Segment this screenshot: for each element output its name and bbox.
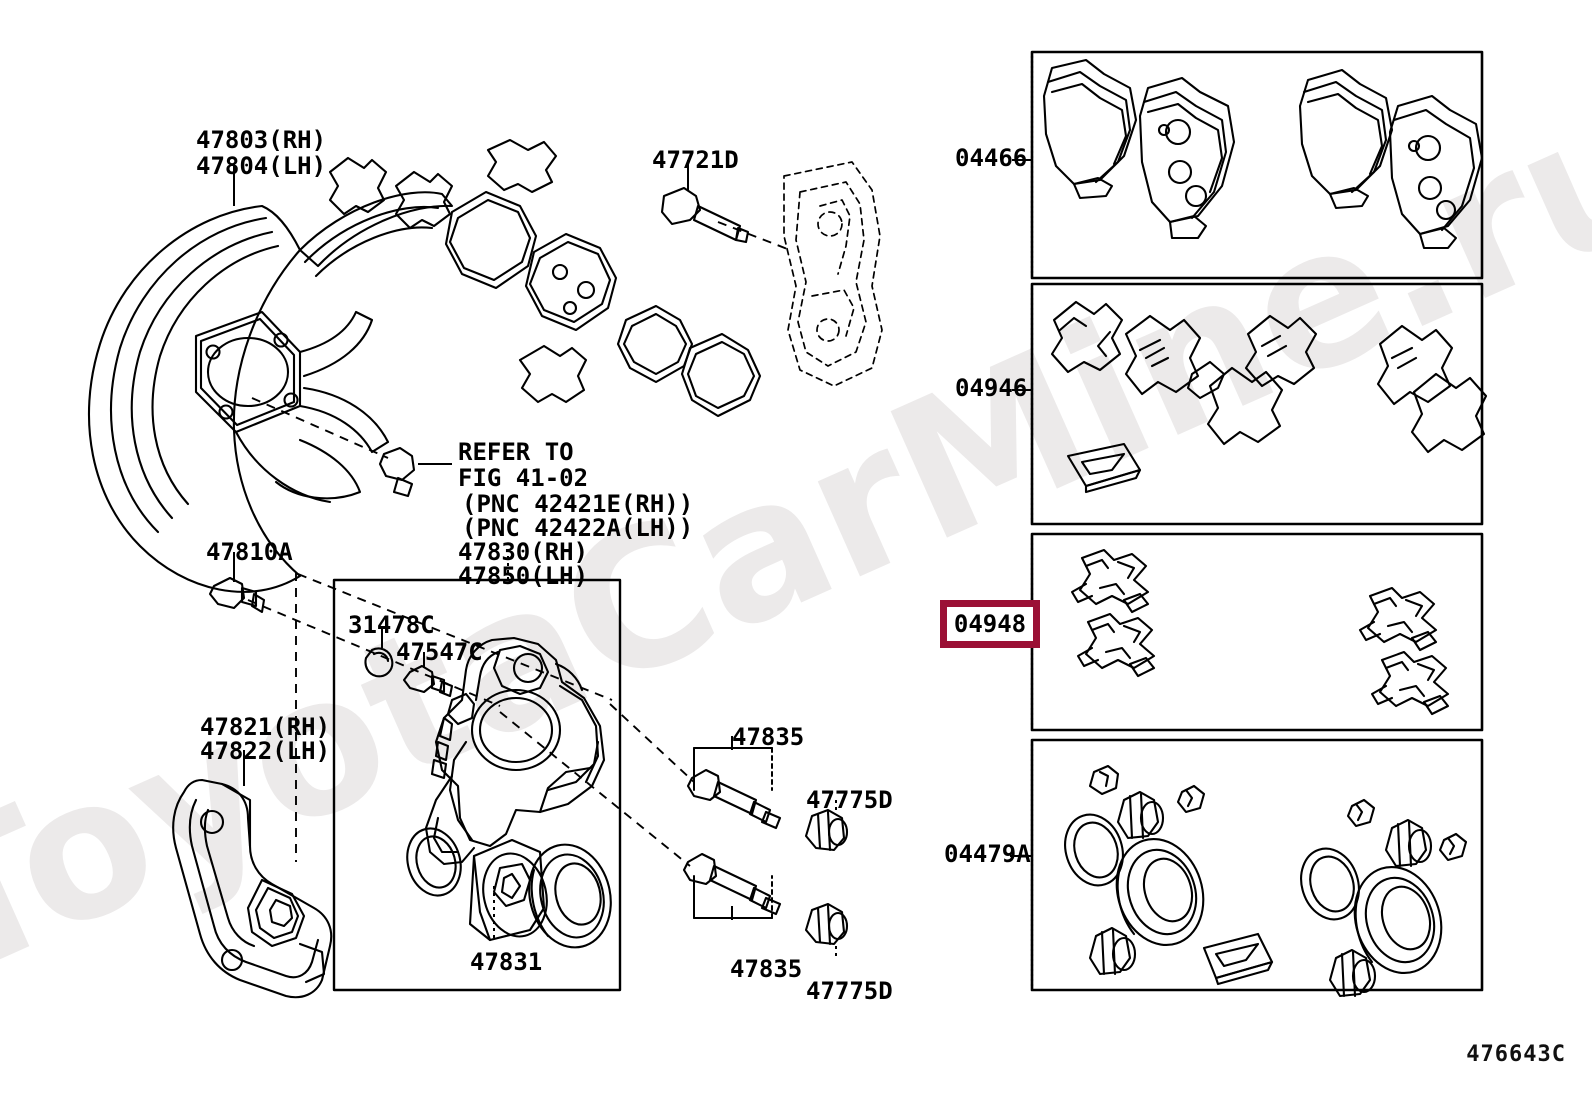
assembly-guides: [247, 221, 791, 867]
part-label-dust-cover-rh: 47803(RH): [196, 126, 327, 154]
caliper-box-frame: [332, 578, 622, 992]
kit-code-highlighted-clip-kit[interactable]: 04948: [940, 600, 1040, 648]
shim-cluster-lower: [518, 304, 762, 418]
part-label-dust-cover-lh: 47804(LH): [196, 152, 327, 180]
part-label-mounting-rh: 47821(RH): [200, 713, 331, 741]
kit-leader-lines: [1010, 56, 1034, 986]
seal-kit-drawing: [1064, 764, 1468, 998]
kit-code-seal-kit[interactable]: 04479A: [944, 840, 1031, 868]
piston-seal-drawing: [528, 843, 612, 949]
shim-kit-drawing: [1050, 300, 1488, 494]
part-label-mounting-lh: 47822(LH): [200, 737, 331, 765]
part-label-pin-boot-upper: 47775D: [806, 786, 893, 814]
slide-pin-lower-drawing: [682, 852, 782, 916]
kit-code-shim-kit[interactable]: 04946: [955, 374, 1028, 402]
part-label-bleeder-screw: 47547C: [396, 638, 483, 666]
clip-kit-drawing: [1070, 548, 1450, 716]
kit-code-label: 04948: [953, 610, 1027, 638]
dust-shield-drawing: [87, 191, 454, 593]
part-label-slide-pin-upper: 47835: [732, 723, 805, 751]
shim-cluster-top: [328, 156, 454, 230]
panel-frame-04466: [1030, 50, 1484, 280]
mounting-bracket-drawing: [172, 778, 333, 999]
part-label-cap: 31478C: [348, 611, 435, 639]
part-label-refer-to-3: (PNC 42421E(RH)): [462, 490, 694, 518]
pin-boot-lower-drawing: [804, 902, 849, 946]
part-label-caliper-assy-rh: 47830(RH): [458, 538, 589, 566]
figure-code: 476643C: [1466, 1042, 1566, 1067]
pad-kit-drawing: [1042, 58, 1484, 250]
pin-boot-upper-drawing: [804, 808, 849, 852]
panel-frame-04948: [1030, 532, 1484, 732]
part-label-pin-boot-lower: 47775D: [806, 977, 893, 1005]
part-label-slide-pin-lower: 47835: [730, 955, 803, 983]
kit-code-pad-kit[interactable]: 04466: [955, 144, 1028, 172]
part-label-bleeder-plug: 47810A: [206, 538, 293, 566]
shield-bolt-drawing: [378, 446, 416, 498]
slide-pin-upper-drawing: [686, 768, 782, 830]
part-label-slide-bolt: 47721D: [652, 146, 739, 174]
part-label-refer-to-2: FIG 41-02: [458, 464, 589, 492]
part-label-refer-to-1: REFER TO: [458, 438, 574, 466]
part-label-caliper-assy-lh: 47850(LH): [458, 562, 589, 590]
pin-group-bracket: [693, 747, 773, 919]
caliper-bracket-ghost: [783, 161, 883, 387]
part-label-piston: 47831: [470, 948, 543, 976]
brake-pads-main: [444, 138, 618, 332]
caliper-body-drawing: [424, 636, 606, 866]
slide-bolt-drawing: [660, 186, 750, 244]
leader-lines: [233, 160, 837, 958]
part-label-refer-to-4: (PNC 42422A(LH)): [462, 514, 694, 542]
cylinder-ring-drawing: [406, 827, 462, 897]
